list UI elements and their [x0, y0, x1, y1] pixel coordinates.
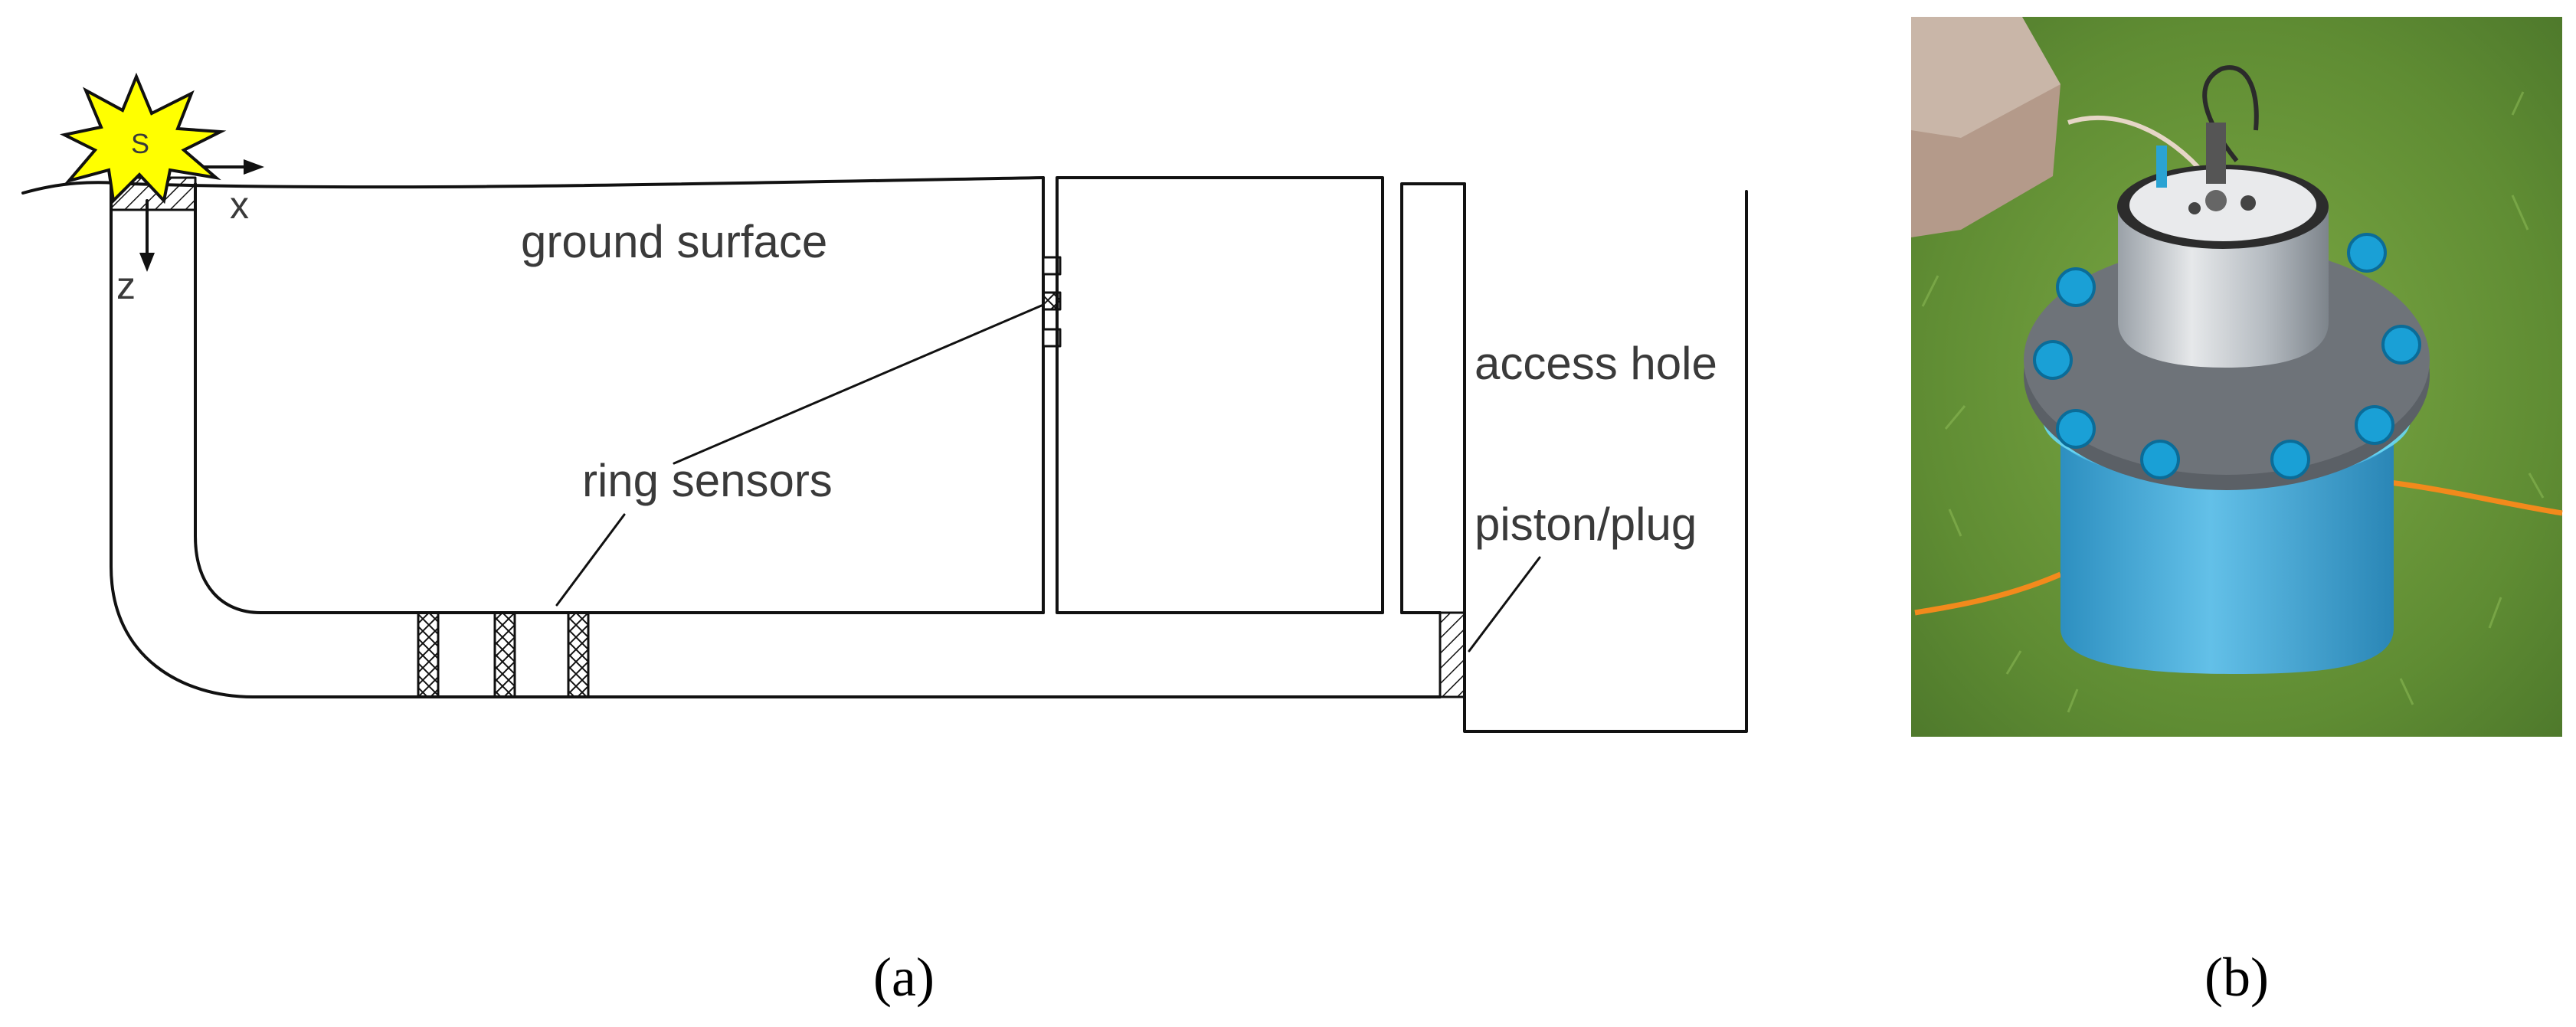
panel-b-photo: [1911, 17, 2563, 737]
source-pipe-inner: [194, 182, 1045, 614]
source-burst-icon: S: [59, 72, 227, 204]
ring-sensor-3: [567, 611, 590, 698]
piston-plug: [1439, 611, 1466, 698]
ground-surface-line: [21, 176, 1045, 195]
source-label: S: [131, 128, 149, 159]
panel-a-caption: (a): [873, 947, 934, 1008]
probe-pipe: [2060, 429, 2394, 674]
ring-sensors-leader-lower: [555, 513, 626, 607]
right-section: [1400, 182, 1466, 614]
x-axis-arrowhead-icon: [244, 159, 264, 175]
middle-section: [1056, 176, 1384, 614]
piston-plug-leader: [1468, 556, 1541, 653]
panel-a-diagram: [21, 159, 1748, 733]
access-hole-label: access hole: [1475, 338, 1717, 389]
ring-sensor-2: [493, 611, 516, 698]
x-axis-label: x: [230, 184, 249, 227]
panel-b-caption: (b): [2204, 947, 2269, 1008]
ring-sensor-1: [417, 611, 440, 698]
sensor-canister: [2118, 207, 2329, 368]
source-pipe-outer: [110, 182, 1442, 698]
bolt-icons: [2033, 233, 2421, 479]
ring-sensors-label: ring sensors: [582, 455, 833, 506]
access-hole-wall: [1463, 182, 1748, 733]
piston-plug-label: piston/plug: [1475, 499, 1697, 550]
z-axis-label: z: [116, 264, 136, 307]
ground-surface-label: ground surface: [521, 216, 827, 267]
ring-sensors-leader-upper: [673, 303, 1045, 465]
z-axis-arrowhead-icon: [139, 253, 155, 272]
